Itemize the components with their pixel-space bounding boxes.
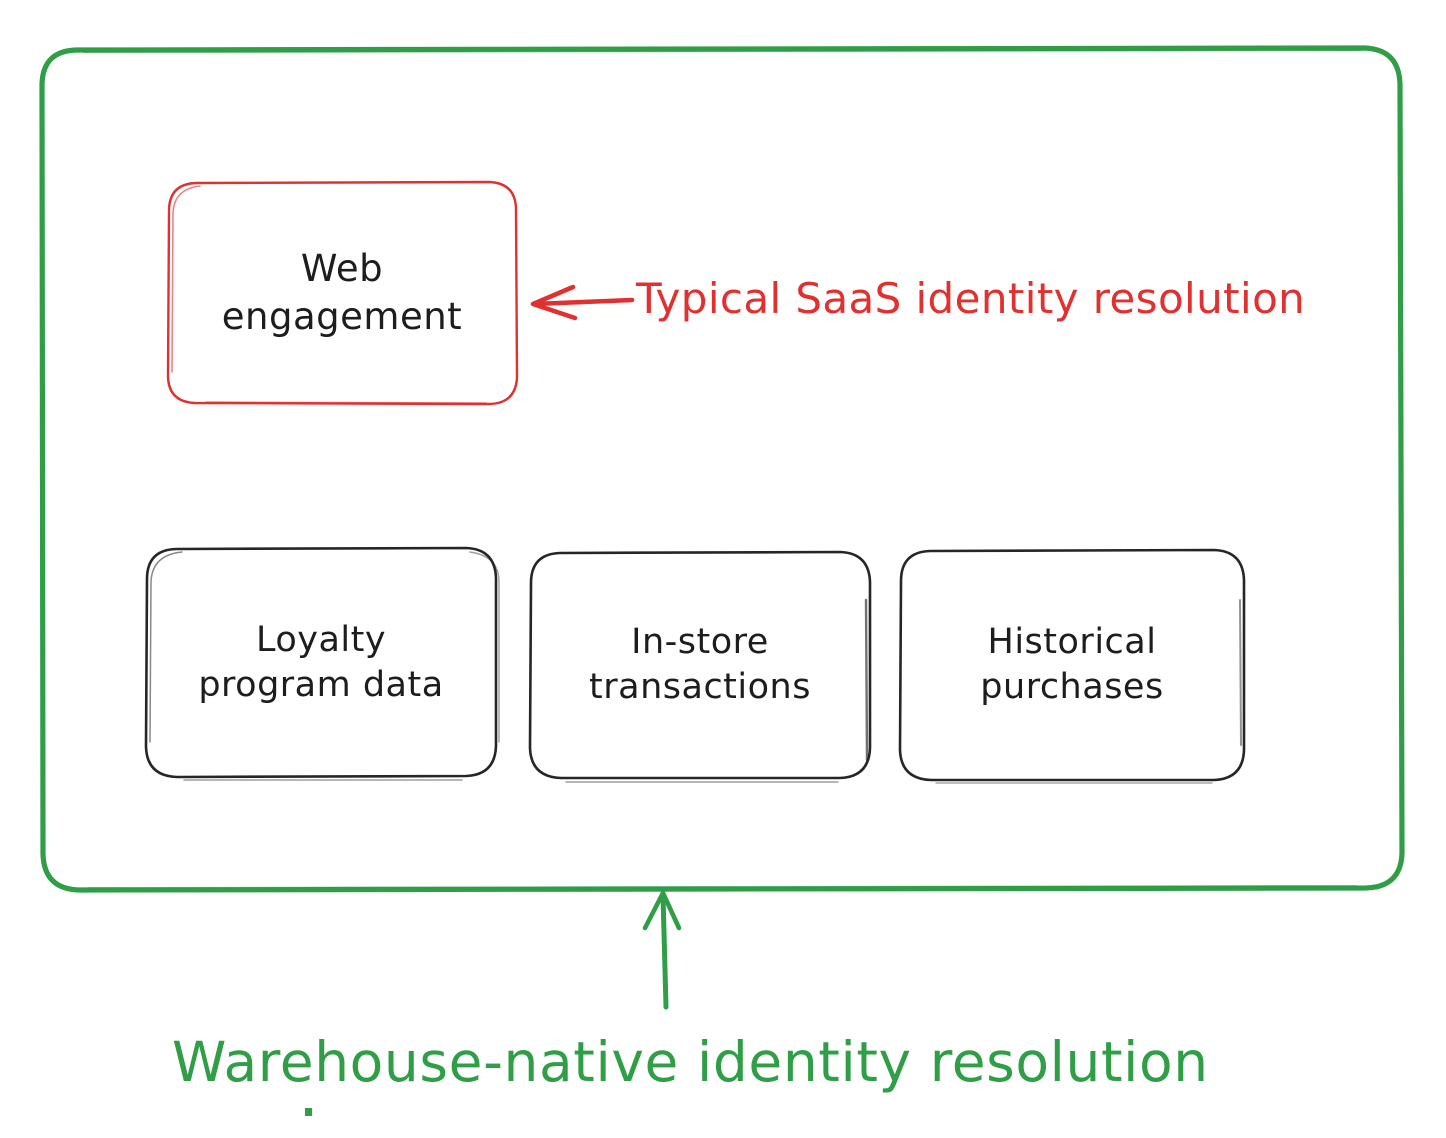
typical-saas-arrow-icon: [530, 284, 635, 321]
stray-dot-mark: [305, 1108, 312, 1116]
node-label-in-store-transactions: In-store transactions: [589, 621, 811, 708]
warehouse-native-arrow-icon: [642, 890, 682, 1010]
node-label-historical-purchases: Historical purchases: [980, 621, 1164, 708]
node-label-web-engagement: Web engagement: [221, 246, 463, 338]
annotation-typical-saas-identity-resolution: Typical SaaS identity resolution: [636, 274, 1306, 323]
annotation-warehouse-native-identity-resolution: Warehouse-native identity resolution: [172, 1030, 1209, 1094]
node-label-loyalty-program-data: Loyalty program data: [198, 619, 444, 706]
